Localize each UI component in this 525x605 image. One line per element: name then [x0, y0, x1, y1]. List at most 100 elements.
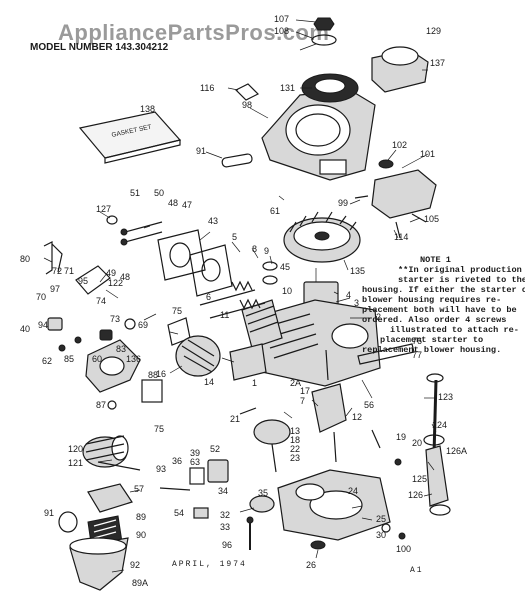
decal	[234, 83, 260, 101]
note-line: placement both will have to be	[362, 305, 517, 315]
part-label: 127	[96, 204, 111, 214]
part-label: 5	[232, 232, 237, 242]
part-label: 40	[20, 324, 30, 334]
part-label: 47	[182, 200, 192, 210]
part-label: 12	[352, 412, 362, 422]
note-line: blower housing requires re-	[362, 295, 501, 305]
part-label: 74	[96, 296, 106, 306]
camshaft-gear	[253, 419, 291, 473]
part-label: 85	[64, 354, 74, 364]
muffler-bolt	[97, 461, 141, 471]
part-label: 102	[392, 140, 407, 150]
part-label: 34	[218, 486, 228, 496]
part-label: 121	[68, 458, 83, 468]
part-label: 72	[52, 266, 62, 276]
note-line: ordered. Also order 4 screws	[362, 315, 506, 325]
part-label: 16	[156, 369, 166, 379]
pan-bolts	[246, 516, 254, 550]
note-line: housing. If either the starter or	[362, 285, 525, 295]
part-label: 96	[222, 540, 232, 550]
page-number: A1	[410, 566, 424, 575]
part-label: 32	[220, 510, 230, 520]
part-label: 95	[78, 276, 88, 286]
part-label: 107	[274, 14, 289, 24]
air-cleaner-cover	[69, 537, 129, 591]
part-label: 105	[424, 214, 439, 224]
part-label: 70	[36, 292, 46, 302]
part-label: 126A	[446, 446, 467, 456]
air-filter	[87, 483, 133, 513]
note-line: placement starter to	[380, 335, 483, 345]
cylinder-head	[241, 299, 283, 349]
part-label: 48	[168, 198, 178, 208]
part-label: 114	[394, 232, 408, 242]
part-label: 101	[420, 149, 435, 159]
part-label: 122	[108, 278, 123, 288]
intake-tube	[229, 343, 267, 381]
part-label: 14	[204, 377, 214, 387]
blower-housing	[261, 89, 376, 181]
cylinder-block	[251, 299, 381, 387]
note-line: starter is riveted to the blower	[398, 275, 525, 285]
dipstick	[357, 343, 444, 456]
part-label: 62	[42, 356, 52, 366]
part-number-labels: 107 108 129 137 131 116 98 138 91 102 10…	[20, 14, 467, 588]
fuel-line	[395, 213, 427, 239]
publication-date: APRIL, 1974	[172, 560, 247, 569]
part-label: 3	[354, 298, 359, 308]
housing-screw	[354, 195, 369, 199]
part-label: 23	[290, 453, 300, 463]
part-label: 83	[116, 344, 126, 354]
valve-train	[199, 261, 278, 319]
part-label: 71	[64, 266, 74, 276]
part-label: 123	[438, 392, 453, 402]
part-label: 18	[290, 435, 300, 445]
part-label: 11	[220, 310, 229, 320]
part-label: 50	[154, 188, 164, 198]
carb-nut	[124, 318, 136, 330]
breather-assembly	[189, 459, 229, 485]
part-label: 4	[346, 290, 351, 300]
part-label: 20	[412, 438, 422, 448]
part-label: 57	[134, 484, 144, 494]
part-label: 75	[154, 424, 164, 434]
retaining-ring	[106, 215, 118, 225]
part-label: 45	[280, 262, 290, 272]
flywheel	[283, 211, 361, 263]
crankshaft	[311, 349, 347, 463]
part-label: 75	[172, 306, 182, 316]
part-label: 24	[348, 486, 358, 496]
watermark-text: AppliancePartsPros.com	[58, 20, 329, 45]
dowel-pin	[221, 153, 253, 168]
part-label: 108	[274, 26, 289, 36]
part-label: 17	[300, 386, 310, 396]
recoil-starter	[371, 46, 429, 93]
part-label: 61	[270, 206, 280, 216]
part-label: 137	[430, 58, 445, 68]
part-label: 92	[130, 560, 140, 570]
part-label: 94	[38, 320, 48, 330]
part-label: 126	[408, 490, 423, 500]
part-label: 87	[96, 400, 106, 410]
part-label: 35	[258, 488, 268, 498]
note-line: illustrated to attach re-	[390, 325, 519, 335]
oil-pan	[277, 469, 391, 541]
part-label: 91	[44, 508, 54, 518]
part-label: 131	[280, 83, 295, 93]
part-label: 73	[110, 314, 120, 324]
part-label: 99	[338, 198, 348, 208]
part-label: 19	[396, 432, 406, 442]
part-label: 48	[120, 272, 130, 282]
part-label: 80	[20, 254, 30, 264]
note-line: NOTE 1	[420, 255, 451, 265]
oil-fill-tube	[423, 434, 451, 516]
part-label: 77	[412, 350, 422, 360]
breather-nut	[394, 458, 402, 466]
part-label: 60	[92, 354, 102, 364]
part-label: 52	[210, 444, 220, 454]
part-label: 138	[140, 104, 155, 114]
starter-nut	[311, 17, 337, 46]
part-label: 6	[206, 292, 211, 302]
part-label: 21	[230, 414, 240, 424]
carb-fasteners	[58, 336, 117, 410]
